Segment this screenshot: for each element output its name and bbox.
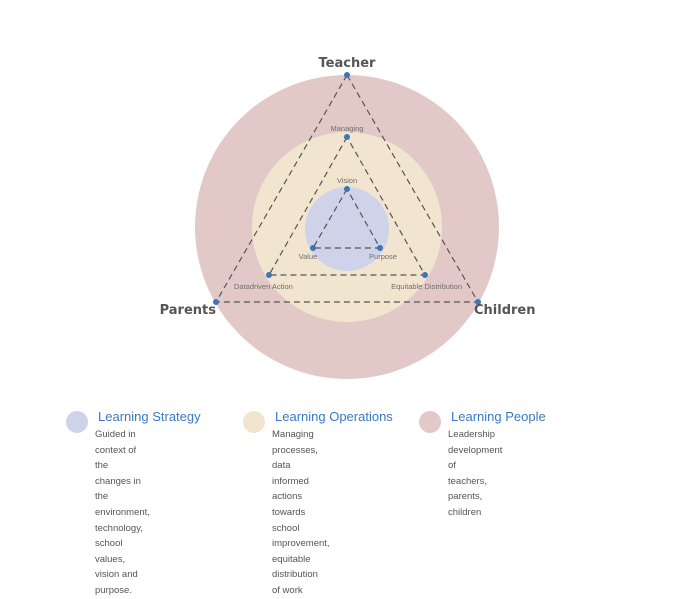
parents-label: Parents: [160, 303, 217, 318]
value-node: [310, 245, 316, 251]
middle-triangle: [267, 135, 427, 276]
legend-title: Learning People: [451, 409, 546, 424]
legend-description: Guided in context of the changes in the …: [95, 429, 150, 596]
purpose-label: Purpose: [369, 252, 397, 261]
outer-triangle: [214, 73, 480, 303]
datadriven-action-node: [266, 272, 272, 278]
leadership-diagram: Teacher Parents Children Managing Datadr…: [160, 56, 536, 379]
legend-description: Managing processes, data informed action…: [272, 429, 330, 596]
children-label: Children: [474, 303, 536, 318]
learning-people-swatch: [419, 411, 441, 433]
legend-title: Learning Operations: [275, 409, 393, 424]
children-node: [475, 299, 481, 305]
teacher-node: [344, 72, 350, 78]
managing-label: Managing: [331, 124, 364, 133]
inner-triangle: [311, 187, 382, 249]
vision-node: [344, 186, 350, 192]
inner-circle-learning-strategy: [305, 187, 389, 271]
purpose-node: [377, 245, 383, 251]
vision-label: Vision: [337, 176, 357, 185]
teacher-label: Teacher: [319, 56, 377, 71]
parents-node: [213, 299, 219, 305]
value-label: Value: [299, 252, 318, 261]
learning-strategy-swatch: [66, 411, 88, 433]
learning-operations-swatch: [243, 411, 265, 433]
legend-description: Leadership development of teachers, pare…: [448, 429, 503, 518]
legend-title: Learning Strategy: [98, 409, 201, 424]
datadriven-action-label: Datadriven Action: [234, 282, 293, 291]
equitable-distribution-node: [422, 272, 428, 278]
equitable-distribution-label: Equitable Distribution: [391, 282, 462, 291]
managing-node: [344, 134, 350, 140]
